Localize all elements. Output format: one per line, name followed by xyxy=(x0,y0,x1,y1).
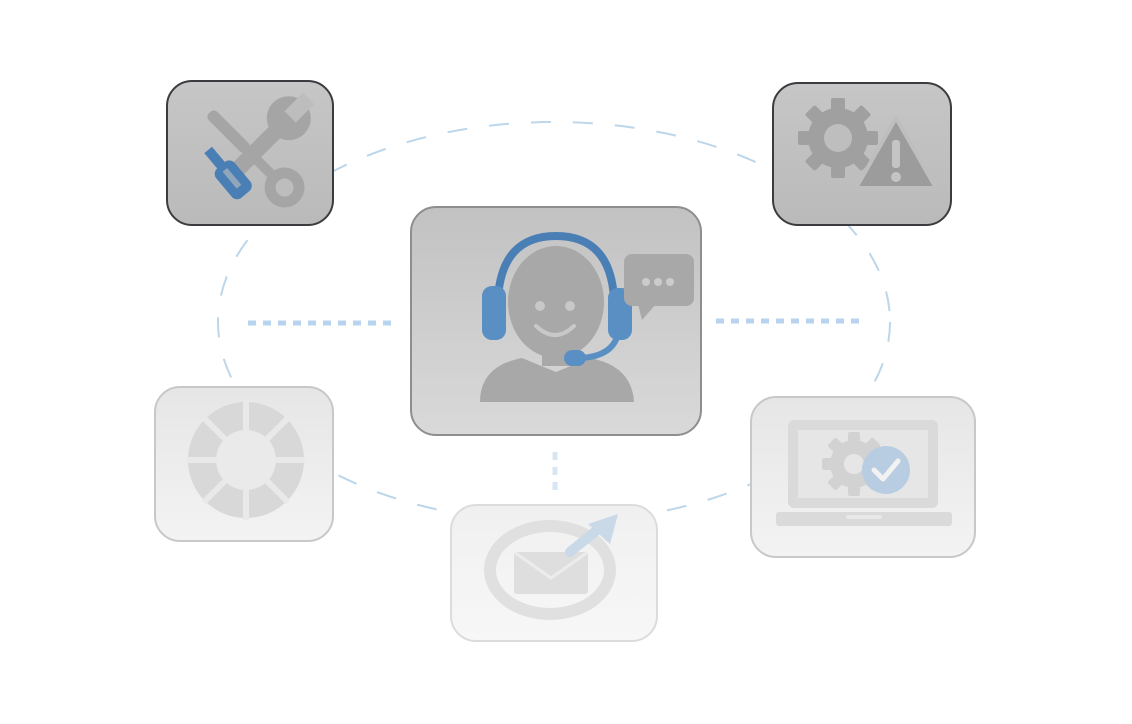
lifebuoy-icon xyxy=(186,400,306,520)
tools-tile[interactable] xyxy=(166,80,334,226)
laptop-gear-check-icon xyxy=(776,420,952,526)
support-agent-tile[interactable] xyxy=(410,206,702,436)
chat-bubble-icon xyxy=(624,254,694,320)
alert-tile[interactable] xyxy=(772,82,952,226)
email-send-icon xyxy=(484,514,618,620)
support-agent-headset-icon xyxy=(480,231,694,402)
wrench-screwdriver-icon xyxy=(204,92,315,208)
gear-warning-icon xyxy=(798,98,938,190)
help-tile[interactable] xyxy=(154,386,334,542)
device-tile[interactable] xyxy=(750,396,976,558)
email-tile[interactable] xyxy=(450,504,658,642)
